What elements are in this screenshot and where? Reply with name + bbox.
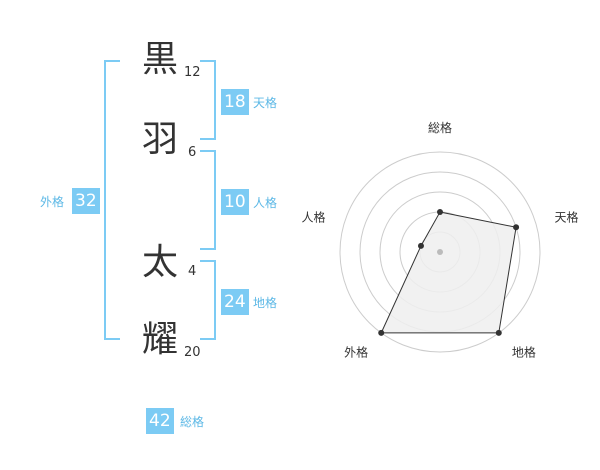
radar-axis-label-4: 外格 <box>344 345 368 360</box>
chikaku-label: 地格 <box>253 296 278 310</box>
name-char-3: 太 <box>141 242 178 283</box>
radar-point-2 <box>513 224 520 231</box>
jinkaku-score: 10 <box>221 189 249 215</box>
stroke-count-2: 6 <box>188 145 197 160</box>
radar-axis-label-2: 天格 <box>555 209 579 224</box>
radar-series-area <box>380 211 517 334</box>
jinkaku-bracket <box>200 150 216 250</box>
stroke-count-3: 4 <box>188 264 197 279</box>
jinkaku-label: 人格 <box>253 196 278 210</box>
chikaku-bracket <box>200 260 216 340</box>
radar-point-5 <box>417 242 424 249</box>
radar-point-1 <box>437 209 443 215</box>
gaikaku-label: 外格 <box>40 195 65 209</box>
radar-axis-label-5: 人格 <box>301 209 325 224</box>
chikaku-score: 24 <box>221 289 249 315</box>
name-char-4: 耀 <box>141 319 178 360</box>
radar-axis-label-3: 地格 <box>512 345 536 360</box>
tenkaku-label: 天格 <box>253 96 278 110</box>
radar-grid-ring-5 <box>339 151 541 353</box>
gaikaku-score: 32 <box>72 188 100 214</box>
radar-axis-label-1: 総格 <box>428 120 452 135</box>
radar-center-point <box>437 249 443 255</box>
tenkaku-bracket <box>200 60 216 140</box>
radar-point-4 <box>378 329 385 336</box>
soukaku-score: 42 <box>146 408 174 434</box>
stroke-count-4: 20 <box>184 345 201 360</box>
name-char-2: 羽 <box>141 119 178 160</box>
gaikaku-bracket <box>104 60 120 340</box>
stroke-count-1: 12 <box>184 65 201 80</box>
radar-point-3 <box>495 329 502 336</box>
tenkaku-score: 18 <box>221 89 249 115</box>
soukaku-label: 総格 <box>180 415 205 429</box>
name-char-1: 黒 <box>141 39 178 80</box>
